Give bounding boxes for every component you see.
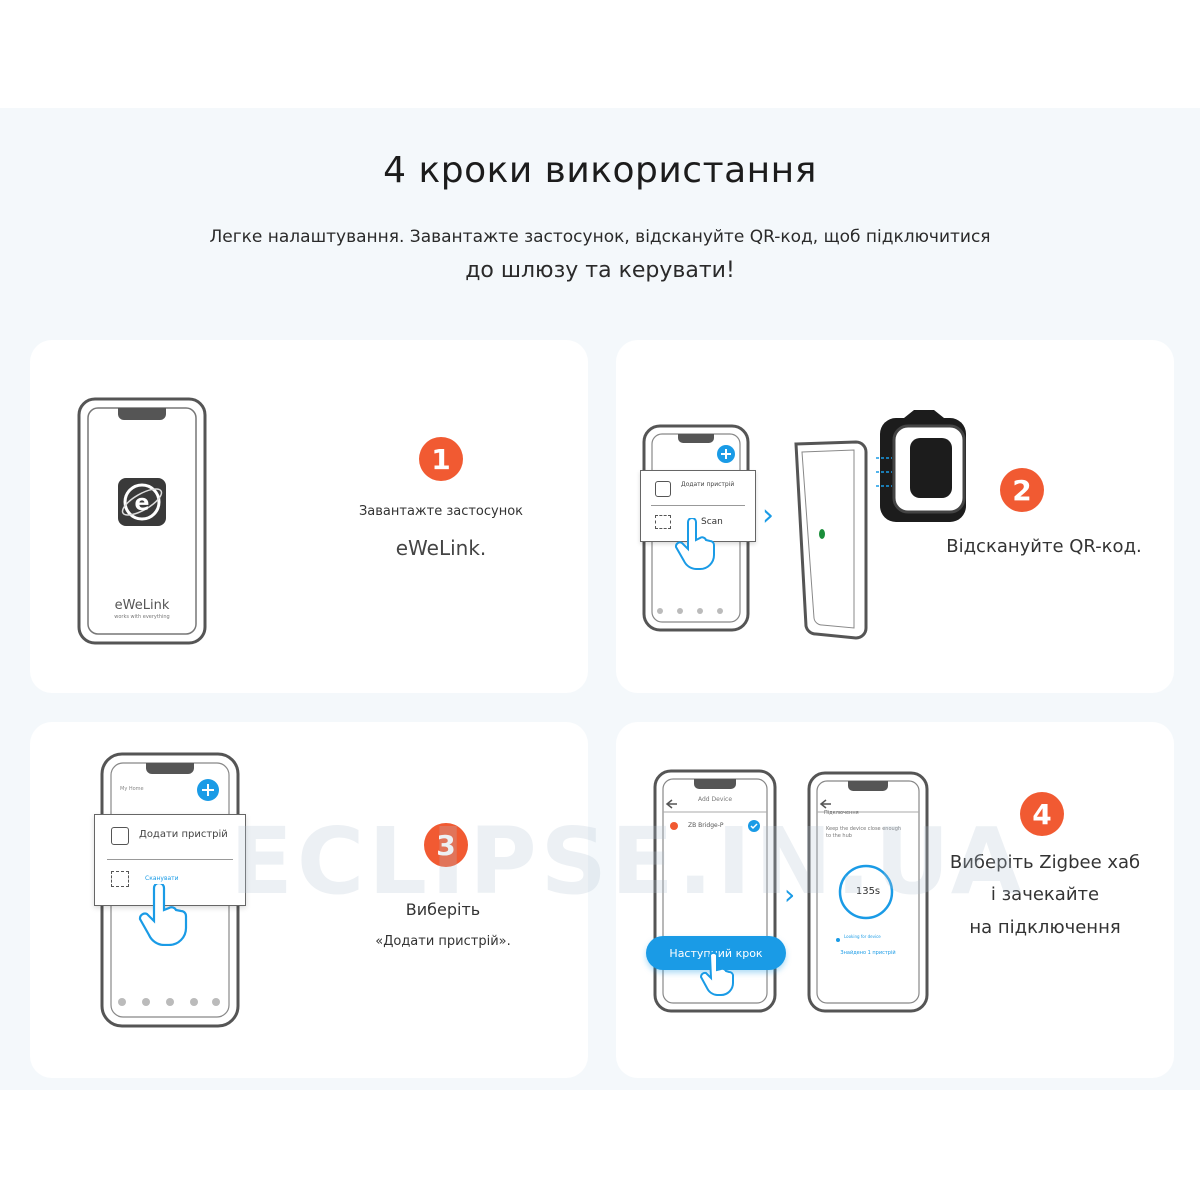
step-2-text: Відскануйте QR-код. <box>946 536 1142 557</box>
subtitle-line-1: Легке налаштування. Завантажте застосуно… <box>209 227 991 247</box>
subtitle-line-2: до шлюзу та керувати! <box>465 258 735 283</box>
phone-scanning-hub-illustration <box>794 440 868 640</box>
step-number-badge: 2 <box>1000 468 1044 512</box>
zigbee-hub-device <box>876 410 966 522</box>
page-title: 4 кроки використання <box>383 150 817 191</box>
scan-icon <box>655 515 671 529</box>
chevron-right-icon: › <box>784 878 796 911</box>
popup-scan-label[interactable]: Scan <box>701 517 723 527</box>
phone-ewelink-illustration: e <box>77 397 207 645</box>
step-1-text-line-1: Завантажте застосунок <box>358 504 524 519</box>
step-3-text-line-2: «Додати пристрій». <box>375 934 511 949</box>
screen-title-add-device: Add Device <box>698 796 733 803</box>
step-card-2: Додати пристрій Scan › 2 Відскануйте QR-… <box>616 340 1174 693</box>
found-status: Знайдено 1 пристрій <box>840 950 896 956</box>
home-label: My Home <box>120 786 144 792</box>
popup-add-label[interactable]: Додати пристрій <box>681 481 735 488</box>
phone-brand-label: eWeLink <box>114 598 170 613</box>
searching-status: Looking for device <box>844 934 881 939</box>
hand-pointer-icon <box>138 884 188 946</box>
step-number-badge: 4 <box>1020 792 1064 836</box>
step-1-text-line-2: eWeLink. <box>395 536 487 560</box>
add-device-icon <box>111 827 129 845</box>
step-number-badge: 1 <box>419 437 463 481</box>
svg-text:e: e <box>135 491 150 516</box>
step-number-badge: 3 <box>424 823 468 867</box>
pairing-header: Підключення <box>824 810 859 816</box>
scan-popup: Додати пристрій Scan <box>640 470 756 542</box>
add-device-icon <box>655 481 671 497</box>
add-device-popup: Додати пристрій Сканувати <box>94 814 246 906</box>
phone-tagline: works with everything <box>114 614 170 620</box>
page-subtitle: Легке налаштування. Завантажте застосуно… <box>150 220 1050 288</box>
scan-icon <box>111 871 129 887</box>
step-4-text-line-3: на підключення <box>969 917 1121 938</box>
hand-pointer-icon <box>674 518 715 570</box>
countdown-timer: 135s <box>855 886 881 897</box>
hand-pointer-icon <box>700 952 734 996</box>
phone-pairing-illustration <box>807 771 929 1013</box>
step-4-text-line-2: і зачекайте <box>990 884 1100 905</box>
popup-scan-label[interactable]: Сканувати <box>145 875 179 882</box>
device-name[interactable]: ZB Bridge-P <box>688 822 724 829</box>
step-4-text-line-1: Виберіть Zigbee хаб <box>949 852 1141 873</box>
chevron-right-icon: › <box>762 498 774 533</box>
step-card-3: My Home Додати пристрій Сканувати 3 Вибе… <box>30 722 588 1078</box>
step-card-1: e eWeLink works with everything 1 Завант… <box>30 340 588 693</box>
step-3-text-line-1: Виберіть <box>405 900 481 919</box>
popup-divider <box>107 859 233 860</box>
pairing-hint: Keep the device close enough to the hub <box>826 826 902 839</box>
popup-add-label[interactable]: Додати пристрій <box>139 829 228 840</box>
step-card-4: Add Device ZB Bridge-P Наступний крок › … <box>616 722 1174 1078</box>
popup-divider <box>651 505 745 506</box>
